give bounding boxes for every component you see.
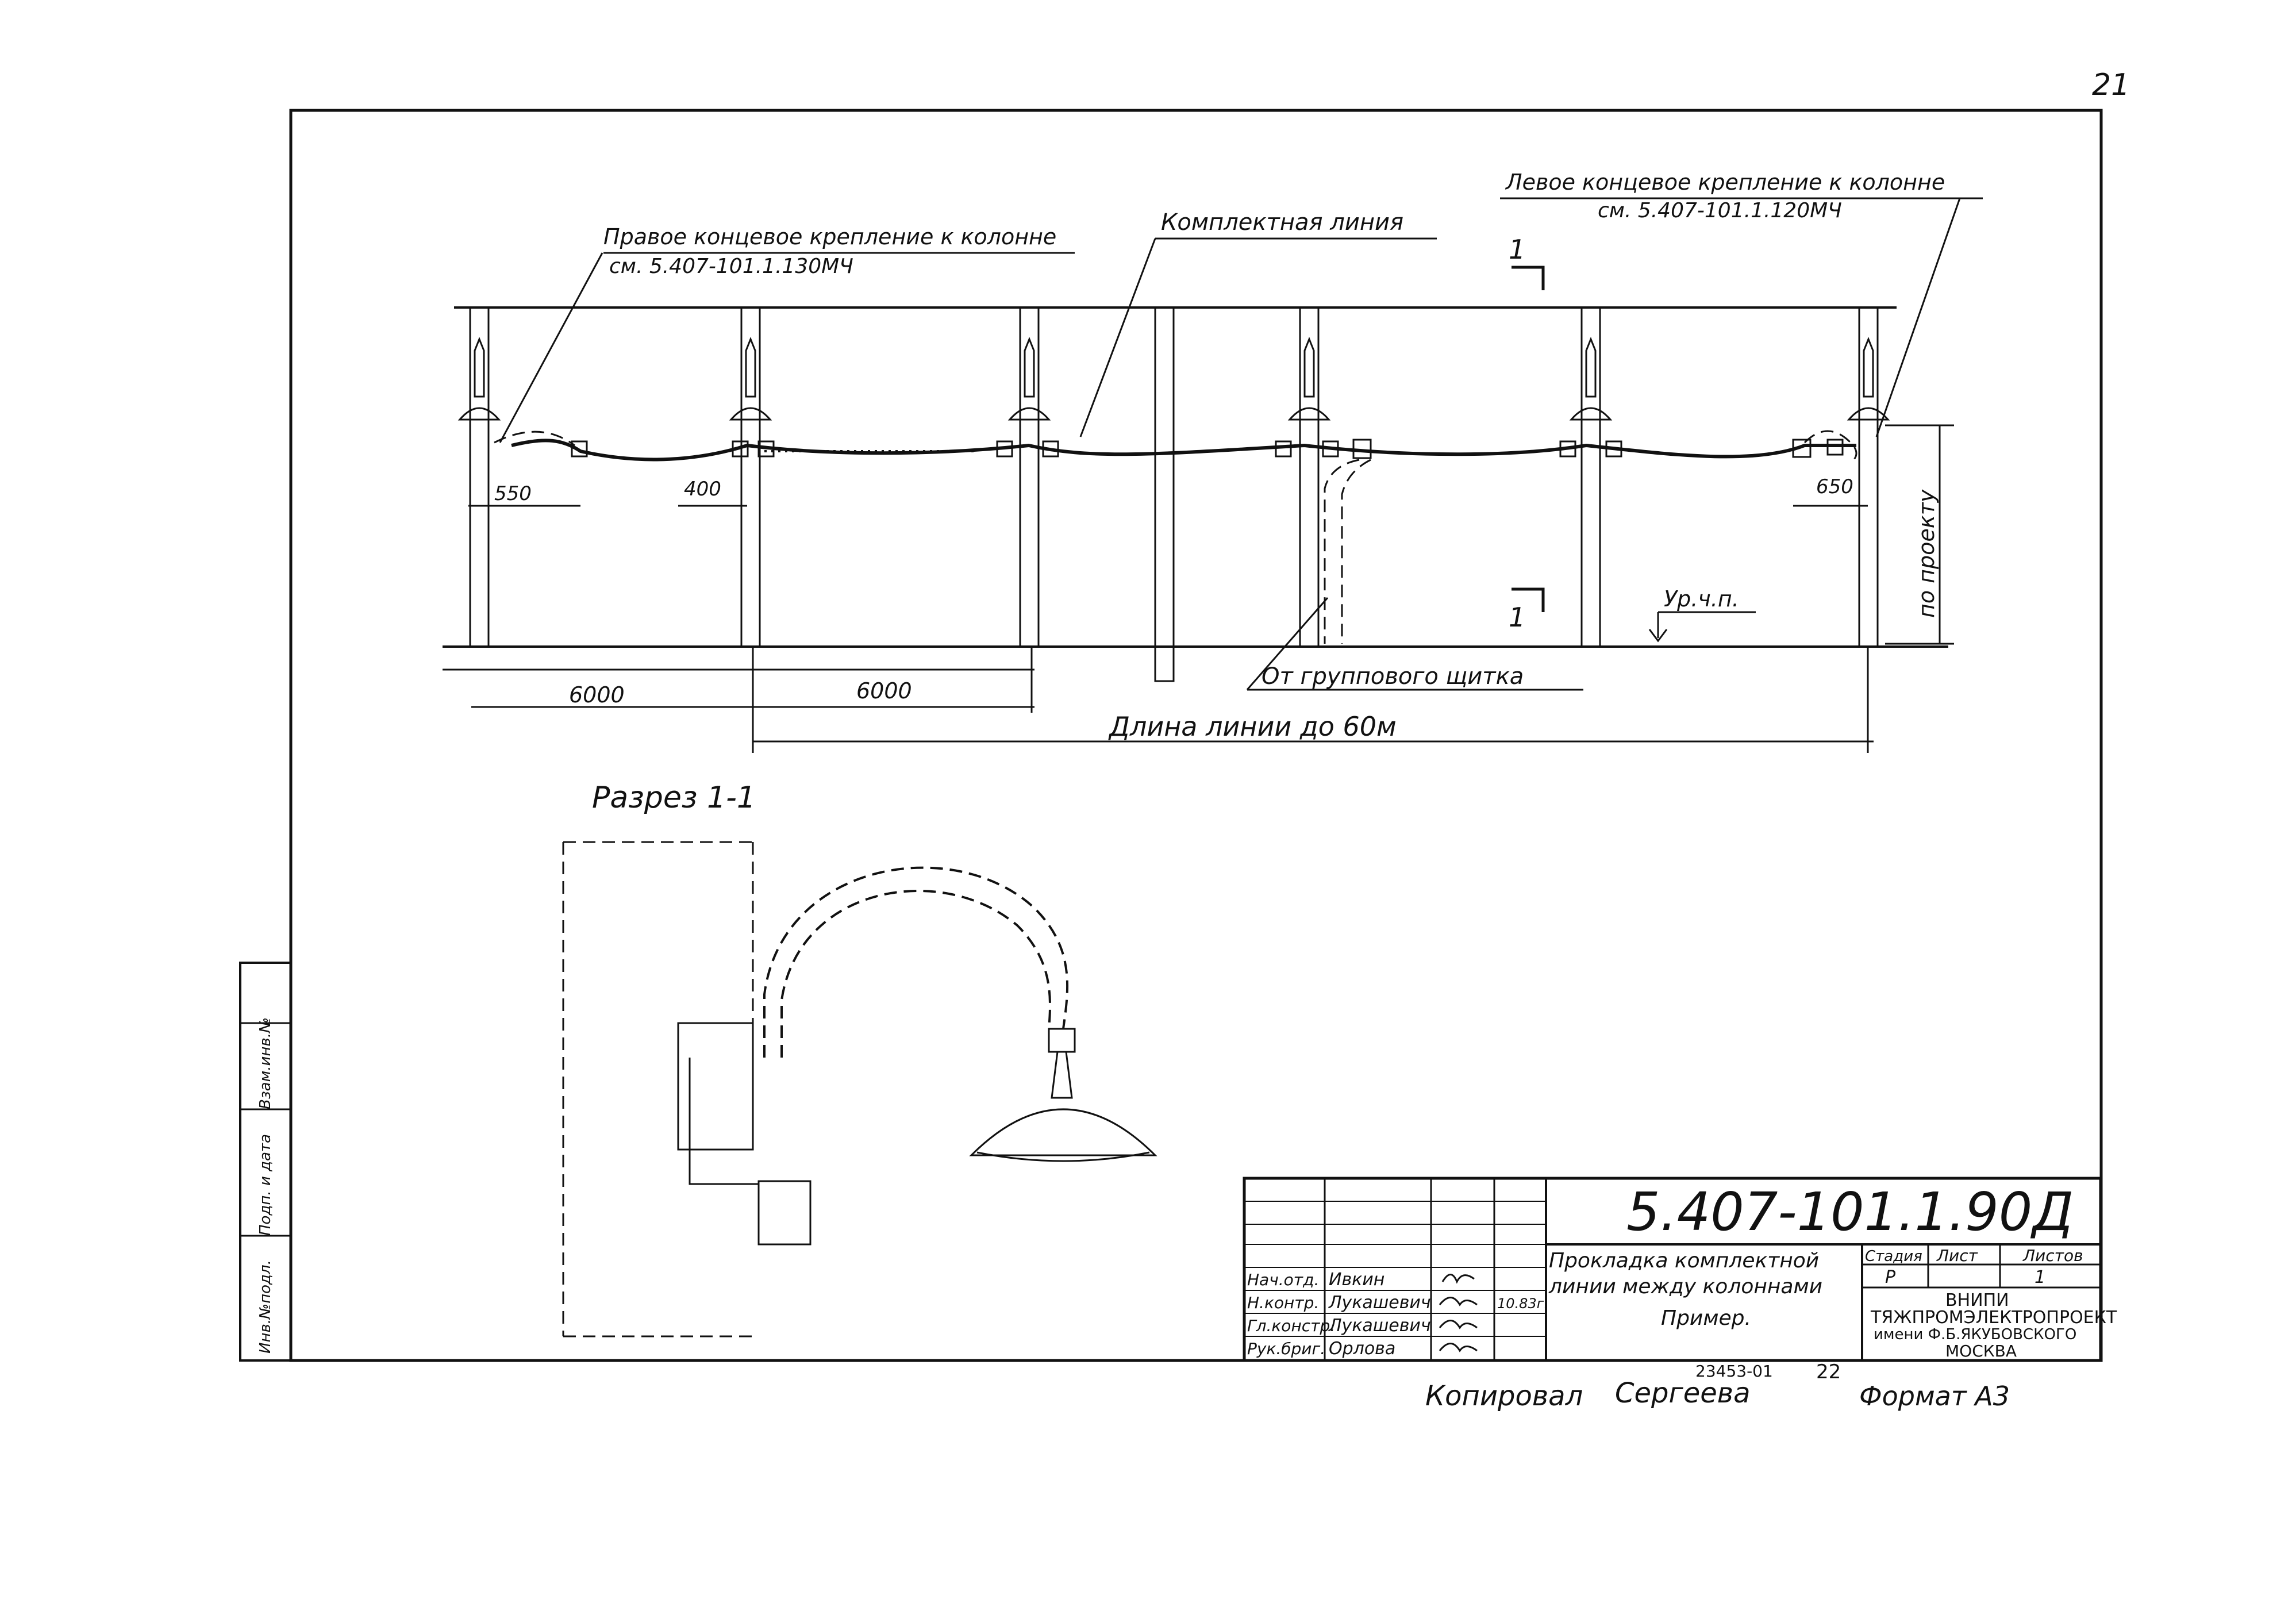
section-mark-bottom: 1	[1509, 602, 1525, 633]
sign-role-4: Рук.бриг.	[1247, 1339, 1325, 1358]
sign-name-3: Лукашевич	[1328, 1316, 1431, 1336]
sign-name-2: Лукашевич	[1328, 1293, 1431, 1313]
org-line-1: ВНИПИ	[1945, 1290, 2009, 1310]
by-project-label: по проекту	[1914, 489, 1939, 618]
plan-view: 1 1 550 400 650 по проекту Ур.ч.п. 6000 …	[443, 170, 1983, 753]
side-stamp-cell-1: Инв.№подл.	[257, 1260, 274, 1354]
complete-line-label: Комплектная линия	[1161, 209, 1403, 236]
dim-550: 550	[494, 482, 532, 505]
format-label: Формат А3	[1859, 1381, 2010, 1412]
doc-code: 5.407-101.1.90Д	[1626, 1181, 2074, 1243]
order-number: 23453-01	[1695, 1362, 1773, 1381]
title-block: Нач.отд. Ивкин Н.контр. Лукашевич 10.83г…	[1243, 1177, 2117, 1362]
dim-400: 400	[684, 478, 721, 501]
sign-name-4: Орлова	[1329, 1339, 1395, 1359]
org-line-3: имени Ф.Б.ЯКУБОВСКОГО	[1874, 1326, 2076, 1343]
header-sheet: Лист	[1936, 1246, 1978, 1265]
description-line-2: линии между колоннами	[1548, 1275, 1822, 1298]
line-couplers	[571, 439, 1844, 459]
copied-by: Копировал	[1425, 1380, 1583, 1412]
signature-scribbles	[1439, 1274, 1478, 1352]
section-view: Разрез 1-1	[562, 781, 1157, 1337]
description-line-1: Прокладка комплектной	[1549, 1249, 1819, 1273]
sign-role-2: Н.контр.	[1247, 1293, 1319, 1312]
group-panel-label: От группового щитка	[1262, 663, 1524, 690]
page-number: 21	[2092, 68, 2130, 102]
right-end-ref: см. 5.407-101.1.130МЧ	[609, 255, 853, 278]
side-stamp-cell-2: Подп. и дата	[257, 1134, 274, 1236]
dim-650: 650	[1816, 475, 1853, 498]
luminaires	[457, 336, 1890, 421]
drawing-frame	[289, 109, 2103, 1362]
side-stamp: Взам.инв.№ Подп. и дата Инв.№подл.	[239, 962, 292, 1362]
org-line-4: МОСКВА	[1945, 1342, 2017, 1360]
org-line-2: ТЯЖПРОМЭЛЕКТРОПРОЕКТ	[1870, 1308, 2117, 1328]
section-mark-top: 1	[1509, 234, 1525, 265]
floor-level-mark: Ур.ч.п.	[1664, 586, 1739, 612]
sheet-value: 1	[2035, 1267, 2045, 1287]
span-2: 6000	[856, 678, 912, 704]
sign-date-2: 10.83г.	[1497, 1296, 1548, 1312]
span-1: 6000	[569, 682, 625, 708]
order-page: 22	[1816, 1360, 1841, 1383]
sign-name-1: Ивкин	[1329, 1270, 1384, 1290]
copier-name: Сергеева	[1615, 1377, 1751, 1409]
section-title: Разрез 1-1	[592, 781, 756, 815]
columns	[469, 306, 1879, 682]
sign-role-1: Нач.отд.	[1247, 1270, 1319, 1289]
line-length: Длина линии до 60м	[1108, 711, 1397, 742]
side-stamp-cell-3: Взам.инв.№	[257, 1017, 274, 1109]
complete-line-cable	[511, 439, 1856, 462]
header-stage: Стадия	[1865, 1248, 1922, 1265]
left-end-label: Левое концевое крепление к колонне	[1505, 170, 1945, 195]
stage-value: Р	[1885, 1267, 1896, 1287]
right-end-label: Правое концевое крепление к колонне	[603, 224, 1056, 249]
left-end-ref: см. 5.407-101.1.120МЧ	[1598, 199, 1842, 222]
description-line-3: Пример.	[1661, 1306, 1751, 1330]
sign-role-3: Гл.констр.	[1247, 1316, 1335, 1335]
header-sheets: Листов	[2022, 1246, 2083, 1265]
